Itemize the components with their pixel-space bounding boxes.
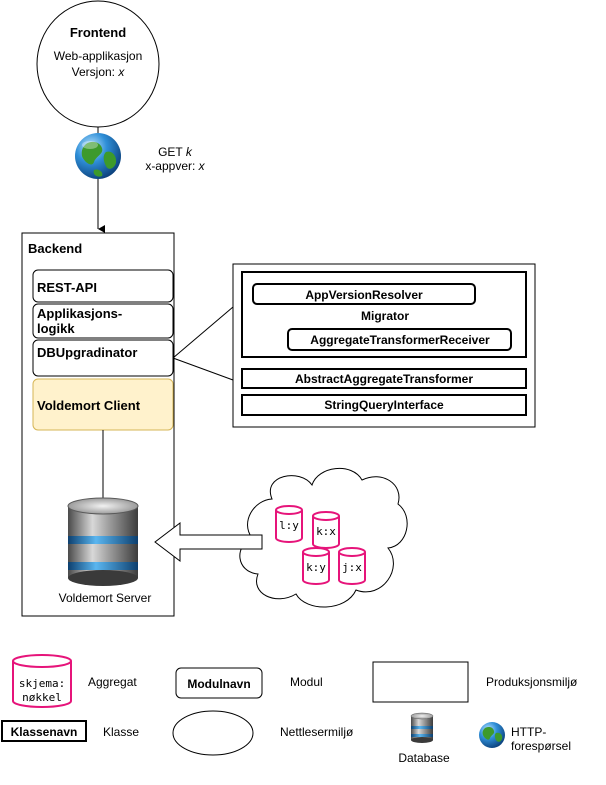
aggregate-cylinder: j:x: [338, 547, 366, 585]
legend-aggregate-line2: nøkkel: [22, 691, 62, 704]
frontend-title: Frontend: [70, 25, 126, 40]
request-line1: GET k: [158, 145, 193, 159]
aggregate-cylinder: l:y: [275, 505, 303, 543]
legend-browser-label: Nettlesermiljø: [280, 725, 354, 739]
server-label: Voldemort Server: [59, 591, 152, 605]
legend-http-label-1: HTTP-: [511, 725, 546, 739]
legend-aggregate-label: Aggregat: [88, 675, 137, 689]
receiver-box: [287, 328, 512, 351]
voldemort-client-label: Voldemort Client: [37, 398, 141, 413]
legend-class-sample: [1, 720, 87, 742]
db-upgrader-detail: AppVersionResolver Migrator AggregateTra…: [232, 263, 536, 428]
legend-aggregate-sample: skjema: nøkkel: [12, 654, 72, 708]
legend-globe-icon: [479, 722, 505, 748]
module-rest-api: REST-API: [32, 269, 174, 303]
legend-production-label: Produksjonsmiljø: [486, 675, 578, 689]
resolver-label: AppVersionResolver: [305, 288, 423, 302]
legend-class-sample-label: Klassenavn: [11, 725, 78, 739]
abstract-transformer-label: AbstractAggregateTransformer: [295, 372, 473, 386]
detail-link-top: [172, 306, 234, 359]
legend-database-icon: [410, 712, 434, 743]
app-logic-label-1: Applikasjons-: [37, 306, 122, 321]
module-db-upgrader: DBUpgradinator: [32, 339, 174, 377]
legend-module-sample: [175, 667, 263, 699]
legend-http-label-2: forespørsel: [511, 739, 571, 753]
globe-icon: [75, 133, 121, 179]
db-upgrader-label: DBUpgradinator: [37, 345, 137, 360]
string-query-box: [241, 394, 527, 416]
module-voldemort-client: Voldemort Client: [32, 378, 174, 431]
detail-link-bottom: [172, 357, 234, 381]
legend-production-sample: [372, 661, 469, 703]
frontend-line1: Web-applikasjon: [54, 49, 143, 63]
aggregate-label: k:x: [316, 525, 336, 538]
aggregates-to-server-arrow: [154, 521, 263, 563]
legend-aggregate-line1: skjema:: [19, 677, 65, 690]
aggregate-label: k:y: [306, 561, 326, 574]
aggregate-label: l:y: [279, 519, 299, 532]
app-logic-label-2: logikk: [37, 321, 75, 336]
rest-api-label: REST-API: [37, 280, 97, 295]
backend-title: Backend: [28, 241, 82, 256]
abstract-transformer-box: [241, 368, 527, 389]
aggregate-cylinder: k:y: [302, 547, 330, 585]
request-label: GET k x-appver: x: [145, 145, 205, 173]
legend-class-label: Klasse: [103, 725, 139, 739]
migrator-label: Migrator: [361, 309, 409, 323]
request-line2: x-appver: x: [145, 159, 205, 173]
frontend-line2: Versjon: x: [72, 65, 126, 79]
aggregate-cylinder: k:x: [312, 511, 340, 549]
legend: skjema: nøkkel Aggregat Modulnavn Modul …: [1, 654, 578, 765]
receiver-label: AggregateTransformerReceiver: [310, 333, 490, 347]
legend-browser-sample: [172, 710, 254, 756]
string-query-label: StringQueryInterface: [324, 398, 444, 412]
database-icon: [67, 497, 139, 586]
legend-module-sample-label: Modulnavn: [187, 677, 250, 691]
legend-module-label: Modul: [290, 675, 323, 689]
aggregate-label: j:x: [342, 561, 362, 574]
resolver-box: [252, 283, 476, 305]
module-app-logic: Applikasjons- logikk: [32, 303, 174, 339]
frontend-node: Frontend Web-applikasjon Versjon: x: [36, 0, 160, 128]
legend-database-label: Database: [398, 751, 450, 765]
